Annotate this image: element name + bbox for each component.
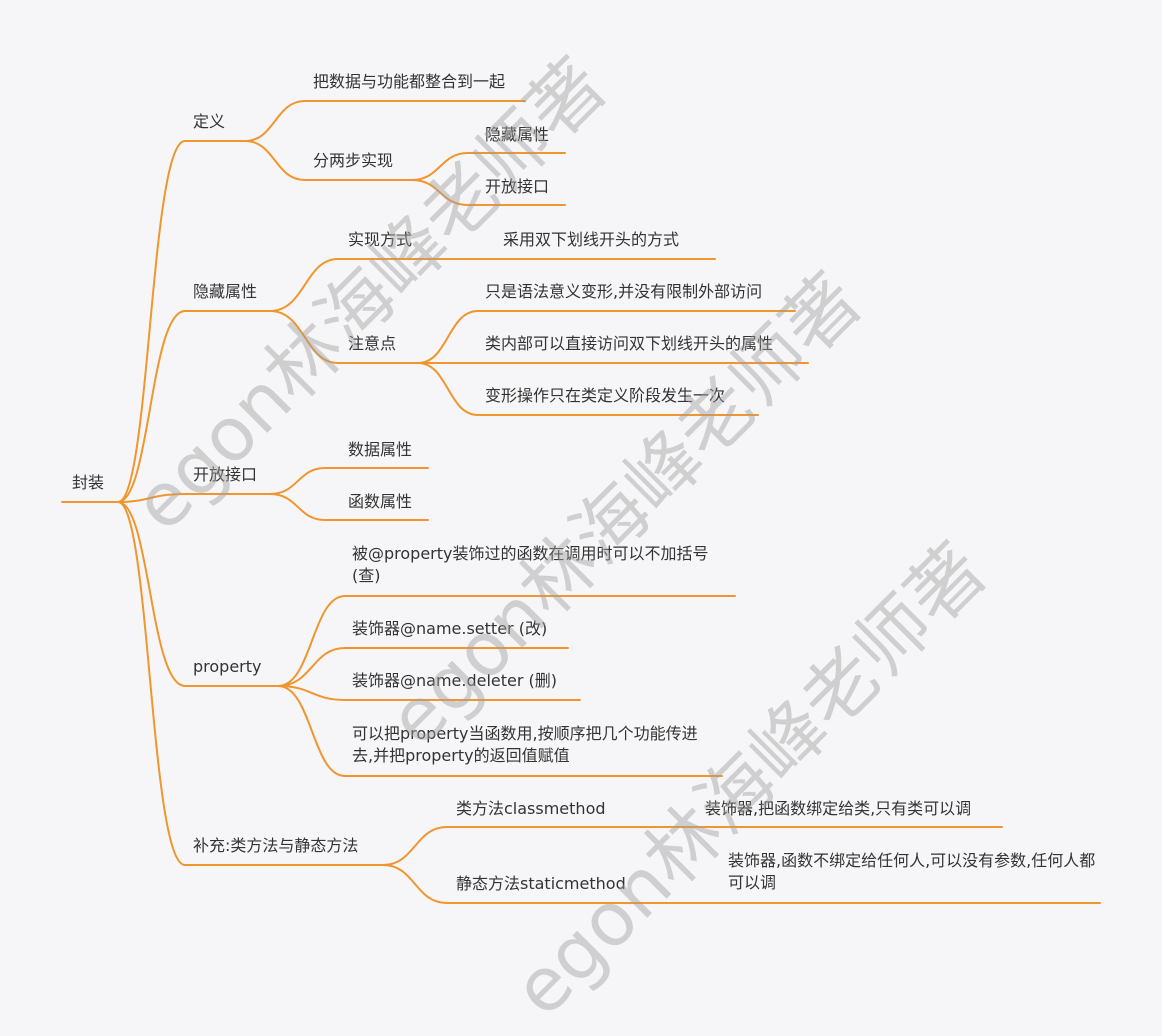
node-staticmethod[interactable]: 静态方法staticmethod: [456, 874, 626, 893]
node-hidden-note-2[interactable]: 类内部可以直接访问双下划线开头的属性: [485, 334, 774, 353]
node-hidden-impl-detail[interactable]: 采用双下划线开头的方式: [503, 230, 680, 249]
node-hidden-attr[interactable]: 隐藏属性: [193, 282, 258, 301]
node-property[interactable]: property: [193, 657, 262, 676]
node-def-integrate[interactable]: 把数据与功能都整合到一起: [313, 72, 506, 91]
node-property-getter[interactable]: 被@property装饰过的函数在调用时可以不加括号 (查): [352, 544, 709, 585]
node-def-open[interactable]: 开放接口: [485, 177, 550, 196]
connector-lines: [61, 100, 1101, 904]
node-hidden-impl[interactable]: 实现方式: [348, 230, 413, 249]
node-hidden-note[interactable]: 注意点: [348, 334, 397, 353]
node-property-deleter[interactable]: 装饰器@name.deleter (删): [352, 671, 558, 690]
node-hidden-note-3[interactable]: 变形操作只在类定义阶段发生一次: [485, 386, 726, 405]
node-interface[interactable]: 开放接口: [193, 465, 258, 484]
mind-map-connectors: [61, 100, 1101, 904]
node-func-attr[interactable]: 函数属性: [348, 492, 413, 511]
node-def-hide[interactable]: 隐藏属性: [485, 125, 550, 144]
node-definition[interactable]: 定义: [193, 112, 226, 131]
node-data-attr[interactable]: 数据属性: [348, 440, 413, 459]
node-classmethod-detail[interactable]: 装饰器,把函数绑定给类,只有类可以调: [705, 799, 972, 818]
node-supplement[interactable]: 补充:类方法与静态方法: [193, 836, 359, 855]
node-staticmethod-detail[interactable]: 装饰器,函数不绑定给任何人,可以没有参数,任何人都可以调: [728, 851, 1096, 892]
node-classmethod[interactable]: 类方法classmethod: [456, 799, 606, 818]
root-node[interactable]: 封装: [72, 473, 105, 492]
node-property-setter[interactable]: 装饰器@name.setter (改): [352, 619, 548, 638]
node-def-two-steps[interactable]: 分两步实现: [313, 151, 394, 170]
node-hidden-note-1[interactable]: 只是语法意义变形,并没有限制外部访问: [485, 282, 763, 301]
node-property-function[interactable]: 可以把property当函数用,按顺序把几个功能传进去,并把property的返…: [352, 724, 698, 765]
